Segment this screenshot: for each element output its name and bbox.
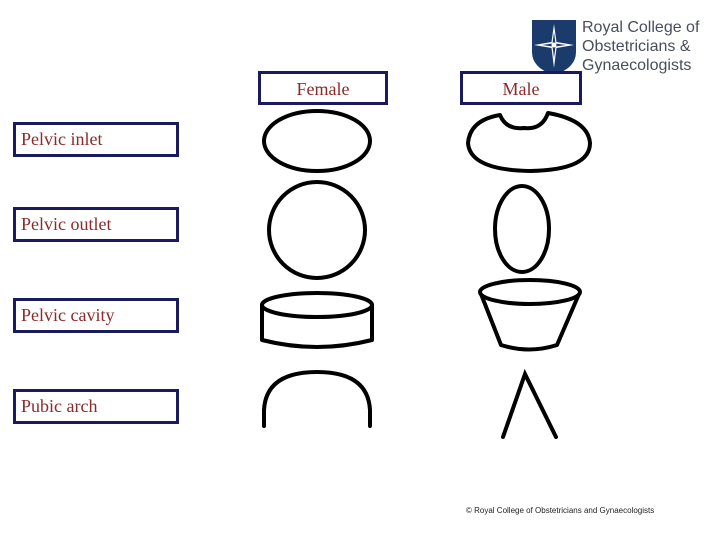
copyright-notice: © Royal College of Obstetricians and Gyn… <box>466 506 655 515</box>
female-header-label: Female <box>296 79 350 99</box>
male-column-header: Male <box>460 71 582 105</box>
pubic-arch-label: Pubic arch <box>21 396 98 416</box>
female-column-header: Female <box>258 71 388 105</box>
pubic-arch-label-box: Pubic arch <box>13 389 179 424</box>
pelvic-inlet-label-box: Pelvic inlet <box>13 122 179 157</box>
male-cavity-top-ellipse <box>478 278 582 306</box>
pelvic-cavity-label: Pelvic cavity <box>21 305 115 325</box>
compass-star-shield-icon <box>532 20 576 75</box>
logo-line-3: Gynaecologists <box>582 57 692 74</box>
female-cavity-top-ellipse <box>260 291 374 319</box>
male-outlet-narrow-oval <box>493 184 551 274</box>
logo-text: Royal College of Obstetricians & Gynaeco… <box>582 18 710 75</box>
pelvic-cavity-label-box: Pelvic cavity <box>13 298 179 333</box>
male-header-label: Male <box>502 79 540 99</box>
pelvic-outlet-label-box: Pelvic outlet <box>13 207 179 242</box>
female-pubic-arch-wide <box>262 369 372 428</box>
male-inlet-heart-shape <box>466 111 592 173</box>
logo-line-2: Obstetricians & <box>582 38 691 55</box>
rcog-logo: Royal College of Obstetricians & Gynaeco… <box>530 18 710 78</box>
logo-line-1: Royal College of <box>582 19 700 36</box>
pelvic-inlet-label: Pelvic inlet <box>21 129 103 149</box>
male-cavity-funnel <box>479 292 581 352</box>
female-outlet-circle <box>267 180 367 280</box>
male-pubic-arch-narrow <box>501 368 558 439</box>
pelvic-outlet-label: Pelvic outlet <box>21 214 112 234</box>
female-inlet-oval <box>262 109 372 173</box>
